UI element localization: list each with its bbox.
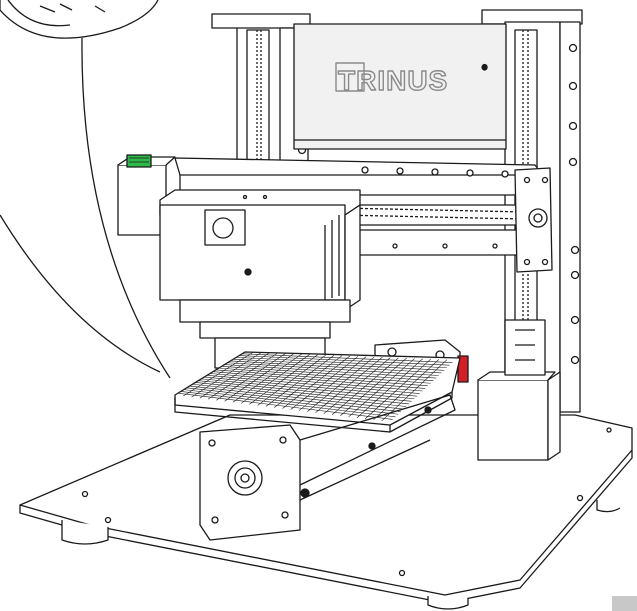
- right-carriage: [514, 167, 553, 273]
- logo-registered-mark: ®: [482, 64, 488, 72]
- motor-grip: [126, 154, 152, 168]
- perforated-build-plate: [174, 351, 461, 433]
- bed-grid: [177, 352, 453, 422]
- laser-engraver-head: [159, 189, 361, 339]
- x-motor: [117, 154, 176, 236]
- front-carriage: [199, 394, 456, 541]
- back-panel: [293, 23, 507, 150]
- logo-text: TRINUS: [338, 65, 448, 96]
- z-motor: [477, 319, 561, 461]
- trinus-logo: TRINUS ®: [335, 62, 489, 97]
- corner-marker: [612, 596, 637, 611]
- zoom-callout: [0, 0, 171, 379]
